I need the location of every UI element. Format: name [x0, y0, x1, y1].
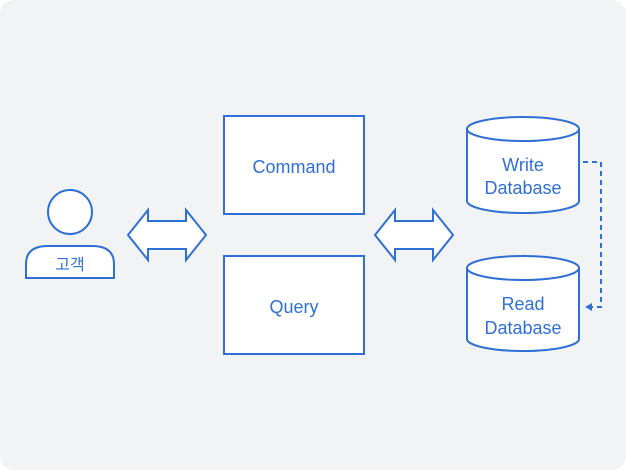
- command-label: Command: [252, 157, 335, 177]
- read-database-cylinder: Read Database: [466, 255, 580, 352]
- read-database-line1: Read: [501, 294, 544, 314]
- query-label: Query: [269, 297, 318, 317]
- customer-label: 고객: [55, 255, 84, 274]
- write-database-cylinder: Write Database: [466, 116, 580, 214]
- customer-head: [47, 189, 93, 235]
- write-database-line2: Database: [484, 178, 561, 198]
- customer-user-icon: 고객: [25, 189, 115, 279]
- command-box: Command: [223, 115, 365, 215]
- read-database-line2: Database: [484, 318, 561, 338]
- write-database-line1: Write: [502, 155, 544, 175]
- customer-double-arrow: [126, 207, 208, 263]
- sync-dashed-arrow: [583, 161, 602, 311]
- query-box: Query: [223, 255, 365, 355]
- database-double-arrow: [373, 207, 455, 263]
- customer-body: [25, 245, 115, 279]
